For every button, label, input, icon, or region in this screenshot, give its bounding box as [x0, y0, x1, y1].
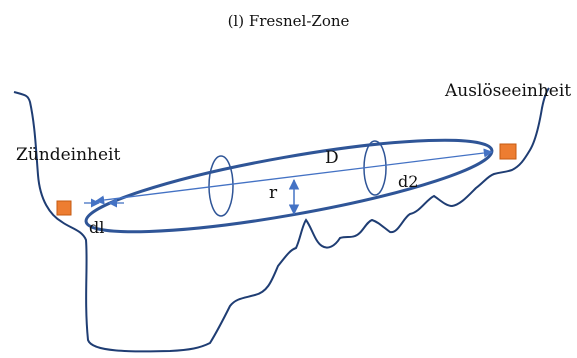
label-r: r: [269, 183, 278, 203]
zuendeinheit-box: [56, 200, 72, 216]
diagram-title: (l) Fresnel-Zone: [227, 12, 350, 30]
ausloeseeinheit-box: [499, 143, 517, 160]
fresnel-ellipse: [84, 138, 494, 234]
label-d1: dl: [89, 218, 105, 237]
distance-D-arrow: [95, 148, 493, 205]
label-ausloeseeinheit: Auslöseeinheit: [445, 81, 572, 101]
label-D: D: [325, 148, 339, 168]
label-zuendeinheit: Zündeinheit: [16, 145, 121, 165]
label-d2: d2: [398, 172, 419, 191]
